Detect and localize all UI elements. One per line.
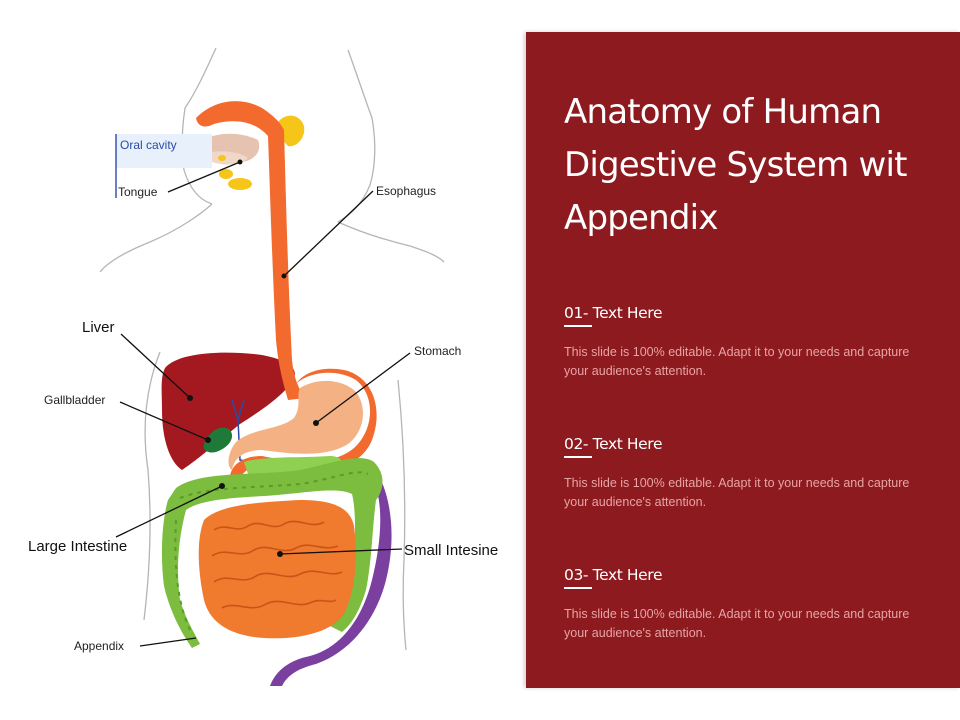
salivary-gland-parotid <box>277 115 305 147</box>
stomach-shape <box>230 368 377 478</box>
oral-cavity-highlight <box>116 134 212 168</box>
text-item-2-heading: 02- Text Here <box>564 435 662 458</box>
stomach-inner <box>228 380 363 470</box>
small-intestine-shape <box>198 500 356 639</box>
text-item-2: 02- Text Here This slide is 100% editabl… <box>564 435 934 512</box>
info-panel: Anatomy of Human Digestive System wit Ap… <box>526 32 960 688</box>
large-intestine-shape <box>161 458 383 648</box>
text-item-1-body: This slide is 100% editable. Adapt it to… <box>564 345 910 378</box>
salivary-gland-sub <box>228 178 252 190</box>
label-oral-cavity: Oral cavity <box>120 138 177 152</box>
text-item-3-heading: 03- Text Here <box>564 566 662 589</box>
text-item-3: 03- Text Here This slide is 100% editabl… <box>564 566 934 643</box>
label-tongue: Tongue <box>118 185 158 199</box>
text-item-2-body: This slide is 100% editable. Adapt it to… <box>564 476 910 509</box>
label-stomach: Stomach <box>414 344 461 358</box>
body-outline <box>99 47 445 651</box>
label-small-intestine: Small Intesine <box>404 542 498 559</box>
text-item-3-body: This slide is 100% editable. Adapt it to… <box>564 607 910 640</box>
label-liver: Liver <box>82 319 115 336</box>
leader-lines <box>115 161 411 647</box>
label-appendix: Appendix <box>74 639 124 653</box>
label-esophagus: Esophagus <box>376 184 436 198</box>
label-large-intestine: Large Intestine <box>28 538 127 555</box>
rectum-shape <box>270 474 392 686</box>
esophagus-shape <box>196 101 306 401</box>
slide-title: Anatomy of Human Digestive System wit Ap… <box>564 92 907 238</box>
gallbladder-shape <box>203 427 233 453</box>
text-item-1: 01- Text Here This slide is 100% editabl… <box>564 304 934 381</box>
label-gallbladder: Gallbladder <box>44 393 105 407</box>
salivary-gland-small <box>219 169 233 179</box>
liver-shape <box>161 352 295 470</box>
text-item-1-heading: 01- Text Here <box>564 304 662 327</box>
digestive-system-diagram: Oral cavity Tongue Esophagus Liver Stoma… <box>28 47 498 686</box>
salivary-gland-tiny <box>218 155 226 161</box>
leader-dots <box>187 159 319 557</box>
